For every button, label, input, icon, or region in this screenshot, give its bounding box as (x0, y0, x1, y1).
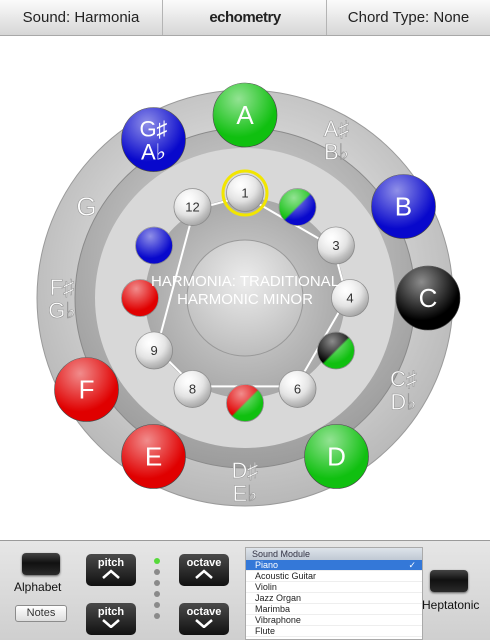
note-label: G (76, 192, 96, 222)
chevron-up-icon (102, 569, 120, 579)
note-label: E♭ (232, 481, 257, 506)
scale-degree-label: 3 (332, 238, 339, 253)
top-bar: Sound: Harmonia echometry Chord Type: No… (0, 0, 490, 36)
alphabet-label: Alphabet (14, 580, 62, 594)
note-button-a-sharp[interactable]: A♯B♭ (323, 116, 350, 165)
octave-indicator-light (154, 613, 160, 619)
scale-degree-node[interactable]: 6 (278, 370, 317, 408)
scale-degree-node[interactable]: 12 (173, 188, 212, 226)
chevron-down-icon (102, 619, 120, 628)
scale-degree-label: 1 (241, 186, 248, 201)
note-label: F♯ (50, 275, 74, 300)
sound-module-item[interactable]: Vibraphone (246, 615, 422, 626)
octave-indicator-light (154, 602, 160, 608)
note-label: A♯ (324, 117, 350, 142)
pitch-up-button[interactable]: pitch (86, 554, 136, 586)
pitch-up-label: pitch (97, 557, 125, 569)
octave-indicator-light (154, 569, 160, 575)
note-button-e[interactable]: E (121, 424, 186, 489)
current-degree-highlight (221, 169, 269, 217)
checkmark-icon: ✓ (408, 560, 416, 570)
scale-degree-node[interactable] (278, 188, 317, 226)
scale-title-line1: HARMONIA: TRADITIONAL (151, 273, 339, 290)
chevron-up-icon (195, 569, 213, 579)
octave-indicator-light (154, 591, 160, 597)
scale-degree-node[interactable] (121, 279, 159, 317)
note-button-a[interactable]: A (212, 82, 278, 148)
heptatonic-label: Heptatonic (422, 598, 480, 612)
note-button-b[interactable]: B (371, 174, 436, 239)
echometry-logo: echometry (209, 9, 281, 26)
note-buttons: A A♯B♭ B C C♯D♭ D D♯E♭ E F F♯G♭ G G♯A♭ (48, 82, 461, 507)
octave-down-button[interactable]: octave (179, 603, 229, 635)
scale-degree-node[interactable] (226, 384, 264, 422)
note-label: E (145, 441, 162, 471)
octave-indicator-light (154, 558, 160, 564)
note-label: D♭ (390, 390, 416, 415)
note-label: D (327, 441, 346, 471)
scale-title-line2: HARMONIC MINOR (177, 291, 313, 308)
sound-module-item[interactable]: Piano✓ (246, 560, 422, 571)
sound-module-item[interactable]: Acoustic Guitar (246, 571, 422, 582)
octave-up-button[interactable]: octave (179, 554, 229, 586)
sound-module-header: Sound Module (246, 548, 422, 560)
alphabet-toggle[interactable] (22, 553, 60, 575)
scale-degree-node[interactable]: 8 (173, 370, 212, 408)
octave-indicator-light (154, 580, 160, 586)
note-label: A (236, 100, 254, 130)
wheel-rings (36, 89, 454, 507)
sound-module-item[interactable]: Violin (246, 582, 422, 593)
sound-module-item[interactable]: Marimba (246, 604, 422, 615)
note-button-g-sharp[interactable]: G♯A♭ (121, 107, 186, 172)
note-wheel: 1 3 4 6 8 9 12 A A♯B♭ B C C♯D♭ D D♯E♭ E F F♯G♭ G G♯A♭ HAR… (36, 82, 461, 507)
chord-type-button[interactable]: Chord Type: None (326, 0, 490, 35)
heptatonic-toggle[interactable] (430, 570, 468, 592)
sound-module-item[interactable]: Jazz Organ (246, 593, 422, 604)
notes-button[interactable]: Notes (15, 605, 67, 622)
note-button-c[interactable]: C (395, 265, 461, 331)
sound-selector-button[interactable]: Sound: Harmonia (0, 0, 163, 35)
note-label: B♭ (324, 140, 349, 165)
note-button-g[interactable]: G (76, 191, 97, 222)
note-label: D♯ (232, 458, 259, 483)
note-label: C (419, 283, 438, 313)
scale-degree-node[interactable]: 9 (135, 331, 173, 370)
note-button-d[interactable]: D (304, 424, 369, 489)
sound-module-item[interactable]: Flute (246, 626, 422, 637)
scale-degree-node[interactable]: 3 (317, 226, 355, 265)
scale-degree-node[interactable] (135, 226, 173, 265)
note-label: C♯ (390, 367, 417, 392)
note-button-d-sharp[interactable]: D♯E♭ (231, 458, 259, 507)
scale-degree-label: 12 (185, 200, 199, 215)
chevron-down-icon (195, 619, 213, 628)
note-label: A♭ (141, 140, 166, 165)
pitch-down-button[interactable]: pitch (86, 603, 136, 635)
note-button-f[interactable]: F (54, 357, 119, 422)
pitch-down-label: pitch (97, 606, 125, 618)
octave-up-label: octave (186, 557, 222, 569)
scale-degree-node[interactable]: 4 (331, 279, 369, 317)
note-label: G♭ (48, 298, 76, 323)
scale-degree-label: 4 (346, 291, 353, 306)
scale-degree-label: 8 (189, 381, 196, 396)
note-label: G♯ (139, 117, 167, 142)
note-button-f-sharp[interactable]: F♯G♭ (48, 275, 76, 324)
scale-degree-node[interactable]: 1 (221, 169, 269, 217)
scale-degree-nodes: 1 3 4 6 8 9 12 (121, 169, 369, 422)
octave-down-label: octave (186, 606, 222, 618)
scale-degree-label: 6 (294, 381, 301, 396)
note-button-c-sharp[interactable]: C♯D♭ (390, 366, 417, 415)
note-label: B (395, 192, 412, 222)
scale-degree-label: 9 (150, 343, 157, 358)
note-label: F (79, 375, 95, 405)
scale-degree-node[interactable] (317, 331, 355, 370)
